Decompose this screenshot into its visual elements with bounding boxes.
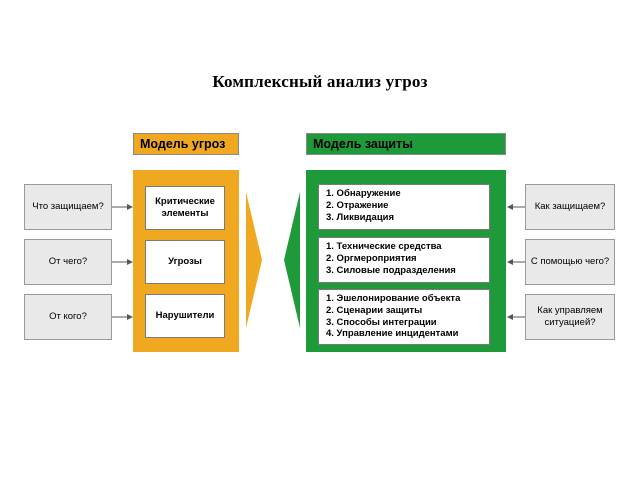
protection-model-header: Модель защиты: [306, 133, 506, 155]
protection-item: 1. Технические средства: [326, 241, 442, 252]
protection-item: 3. Силовые подразделения: [326, 264, 456, 276]
protection-item: 1. Эшелонирование объекта: [326, 293, 461, 304]
protection-item: 2. Отражение: [326, 199, 389, 211]
protection-group-means: 1. Технические средства 2. Оргмероприяти…: [318, 237, 490, 283]
threat-item-threats: Угрозы: [145, 240, 225, 284]
protection-item: 3. Способы интеграции: [326, 316, 437, 328]
protection-item: 4. Управление инцидентами: [326, 328, 459, 340]
threat-item-critical-elements: Критические элементы: [145, 186, 225, 230]
protection-item: 2. Оргмероприятия: [326, 252, 417, 264]
protection-chevron: [284, 192, 300, 328]
question-from-whom: От кого?: [24, 294, 112, 340]
protection-group-response: 1. Обнаружение 2. Отражение 3. Ликвидаци…: [318, 184, 490, 230]
threat-chevron: [246, 192, 262, 328]
question-how-protect: Как защищаем?: [525, 184, 615, 230]
protection-item: 1. Обнаружение: [326, 188, 401, 199]
question-from-what: От чего?: [24, 239, 112, 285]
question-how-manage: Как управляем ситуацией?: [525, 294, 615, 340]
protection-item: 3. Ликвидация: [326, 211, 395, 223]
question-by-what-means: С помощью чего?: [525, 239, 615, 285]
page-title: Комплексный анализ угроз: [212, 72, 428, 91]
protection-item: 2. Сценарии защиты: [326, 304, 423, 316]
protection-group-management: 1. Эшелонирование объекта 2. Сценарии за…: [318, 289, 490, 345]
threat-model-header: Модель угроз: [133, 133, 239, 155]
question-what-protect: Что защищаем?: [24, 184, 112, 230]
threat-item-violators: Нарушители: [145, 294, 225, 338]
